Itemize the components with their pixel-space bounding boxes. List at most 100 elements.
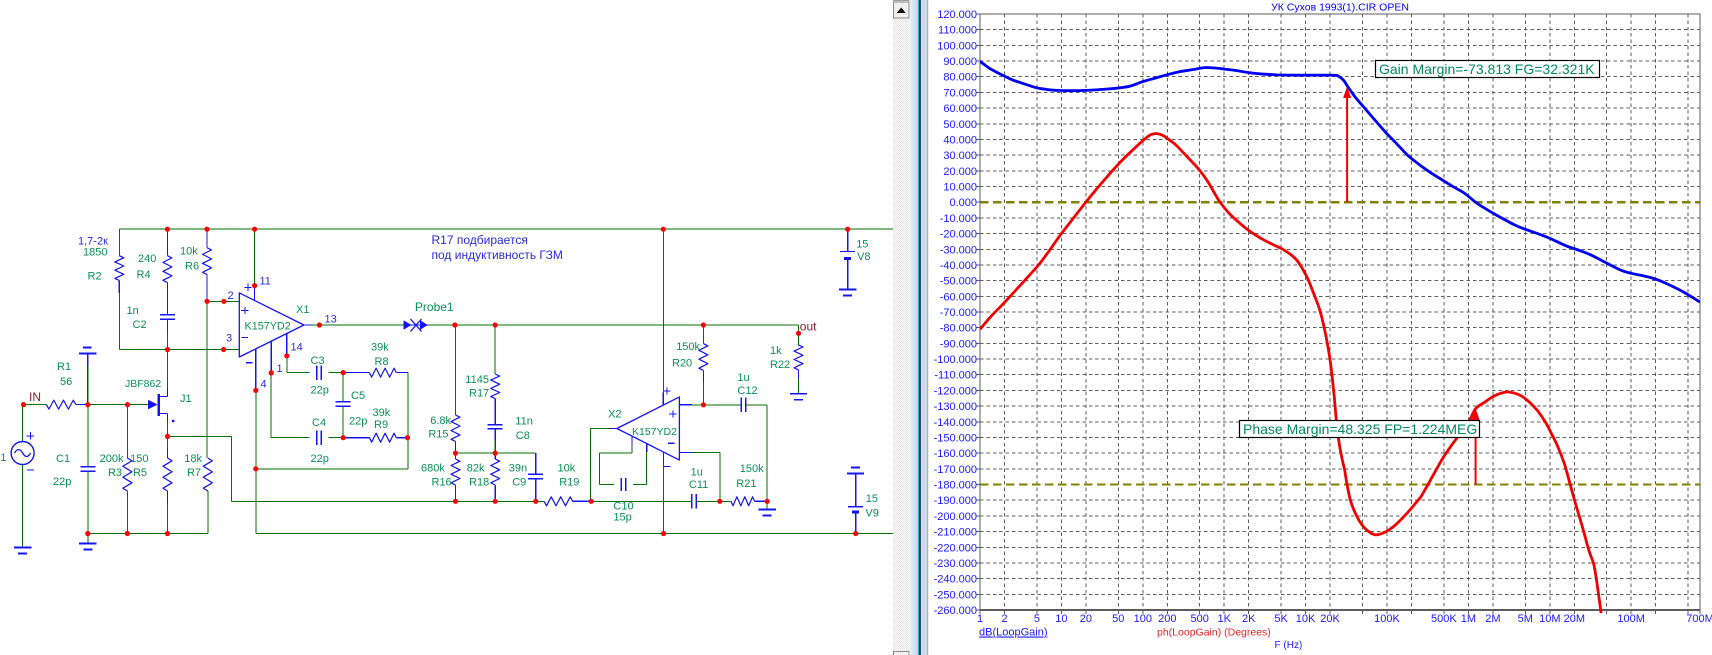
svg-text:-250.000: -250.000 [934,589,977,601]
svg-text:100K: 100K [1374,613,1400,625]
svg-text:90.000: 90.000 [943,56,977,68]
svg-text:C12: C12 [737,385,757,397]
svg-text:5M: 5M [1518,613,1533,625]
svg-text:C5: C5 [351,390,365,402]
svg-text:-240.000: -240.000 [934,574,977,586]
svg-text:JBF862: JBF862 [125,378,161,390]
svg-text:20.000: 20.000 [943,166,977,178]
svg-text:13: 13 [325,314,337,326]
svg-text:20: 20 [1080,613,1092,625]
svg-text:IN: IN [29,390,41,404]
svg-text:-90.000: -90.000 [940,338,977,350]
svg-text:C1: C1 [56,453,70,465]
svg-text:-130.000: -130.000 [934,401,977,413]
svg-text:56: 56 [60,376,72,388]
svg-text:500: 500 [1191,613,1209,625]
svg-text:R3: R3 [108,467,122,479]
svg-text:-80.000: -80.000 [940,323,977,335]
svg-text:УК Сухов 1993(1).CIR OPEN: УК Сухов 1993(1).CIR OPEN [1271,2,1409,14]
svg-text:-30.000: -30.000 [940,244,977,256]
svg-text:1K: 1K [1217,613,1231,625]
svg-text:240: 240 [138,253,156,265]
svg-text:2M: 2M [1485,613,1500,625]
svg-text:5: 5 [1034,613,1040,625]
svg-text:200k: 200k [100,453,124,465]
svg-text:10k: 10k [558,463,576,475]
svg-text:dB(LoopGain): dB(LoopGain) [979,627,1048,639]
svg-text:110.000: 110.000 [938,25,977,37]
svg-text:-150.000: -150.000 [934,433,977,445]
svg-text:V9: V9 [865,508,878,520]
svg-text:60.000: 60.000 [943,103,977,115]
svg-text:R1: R1 [57,361,71,373]
svg-text:C11: C11 [689,479,708,491]
svg-text:R15: R15 [428,429,448,441]
svg-text:R20: R20 [672,358,692,370]
svg-text:-190.000: -190.000 [934,495,977,507]
svg-text:1M: 1M [1461,613,1476,625]
svg-text:39n: 39n [509,463,527,475]
svg-text:-50.000: -50.000 [940,276,977,288]
svg-text:-260.000: -260.000 [934,605,977,617]
svg-text:82k: 82k [467,463,485,475]
svg-text:-230.000: -230.000 [934,558,977,570]
svg-text:J1: J1 [180,393,192,405]
svg-text:C10: C10 [613,501,633,513]
svg-text:40.000: 40.000 [943,135,977,147]
svg-text:1850: 1850 [83,247,107,259]
svg-text:Gain Margin=-73.813 FG=32.321K: Gain Margin=-73.813 FG=32.321K [1379,61,1595,77]
svg-text:Phase Margin=48.325 FP=1.224ME: Phase Margin=48.325 FP=1.224MEG [1243,421,1477,437]
svg-text:5K: 5K [1274,613,1288,625]
svg-text:14: 14 [291,342,303,354]
svg-text:out: out [800,320,817,334]
svg-text:R17 подбирается: R17 подбирается [432,233,528,247]
svg-text:700M: 700M [1686,613,1712,625]
svg-text:C4: C4 [312,417,326,429]
svg-text:-20.000: -20.000 [940,229,977,241]
svg-text:200: 200 [1158,613,1176,625]
svg-text:-100.000: -100.000 [934,354,977,366]
svg-text:C8: C8 [516,430,530,442]
svg-text:Probe1: Probe1 [415,300,454,314]
svg-text:2: 2 [1001,613,1007,625]
svg-text:R4: R4 [137,269,151,281]
svg-text:39k: 39k [371,342,389,354]
svg-text:15: 15 [866,493,878,505]
svg-text:-200.000: -200.000 [934,511,977,523]
svg-text:10.000: 10.000 [943,182,977,194]
svg-text:3: 3 [226,333,232,345]
svg-text:-170.000: -170.000 [934,464,977,476]
svg-text:-40.000: -40.000 [940,260,977,272]
svg-text:6.8k: 6.8k [430,415,451,427]
svg-text:-10.000: -10.000 [940,213,977,225]
svg-text:-70.000: -70.000 [940,307,977,319]
svg-text:V8: V8 [857,251,870,263]
svg-text:0.000: 0.000 [949,197,977,209]
svg-text:1k: 1k [770,345,782,357]
svg-text:100M: 100M [1617,613,1645,625]
svg-text:22p: 22p [311,385,329,397]
svg-text:X2: X2 [608,409,621,421]
svg-text:20M: 20M [1564,613,1585,625]
svg-text:10K: 10K [1296,613,1316,625]
svg-text:R16: R16 [432,477,452,489]
svg-text:R9: R9 [374,419,388,431]
svg-text:30.000: 30.000 [943,150,977,162]
svg-text:R8: R8 [375,356,389,368]
svg-text:120.000: 120.000 [937,9,977,21]
svg-text:150k: 150k [676,341,700,353]
svg-text:50: 50 [1112,613,1124,625]
svg-text:22p: 22p [311,453,329,465]
svg-text:R6: R6 [185,261,199,273]
svg-text:1: 1 [277,363,283,375]
svg-text:-210.000: -210.000 [934,527,977,539]
svg-text:-120.000: -120.000 [934,385,977,397]
svg-text:1u: 1u [691,467,703,479]
svg-text:150k: 150k [740,463,764,475]
svg-text:-110.000: -110.000 [934,370,977,382]
svg-text:4: 4 [261,379,267,391]
svg-text:V1: V1 [0,452,6,464]
svg-text:100: 100 [1134,613,1152,625]
svg-text:1: 1 [977,613,983,625]
svg-text:70.000: 70.000 [943,87,977,99]
